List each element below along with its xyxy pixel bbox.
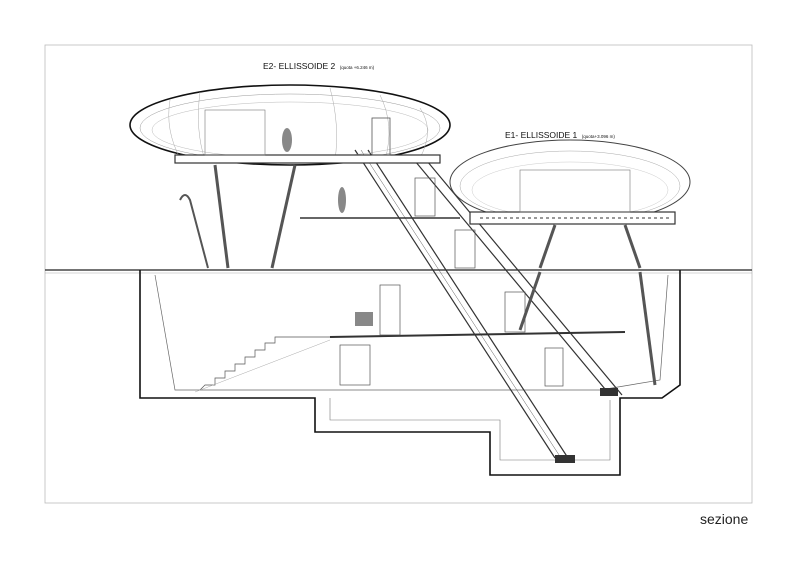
ventilation-tube: [179, 194, 209, 269]
ellipsoid-e2-label: E2- ELLISSOIDE 2 (quota +6.246 m): [263, 56, 374, 74]
diagonal-stair-secondary: [409, 154, 623, 396]
drawing-title: sezione: [700, 511, 749, 527]
doors: [339, 177, 564, 387]
basement-outline: [139, 270, 681, 476]
columns: [213, 164, 657, 386]
human-figures: [282, 128, 373, 326]
e2-title: E2- ELLISSOIDE 2: [263, 61, 336, 71]
ellipsoid-e2: [129, 84, 451, 166]
e1-quota: (quota+3.096 m): [581, 134, 615, 139]
e2-quota: (quota +6.246 m): [339, 65, 375, 70]
ellipsoid-e1: [449, 139, 691, 225]
stair-lower: [199, 336, 330, 391]
mezzanine-floor: [329, 331, 626, 338]
e1-title: E1- ELLISSOIDE 1: [505, 130, 578, 140]
drawing-frame: [44, 44, 753, 504]
diagonal-stair-main: [354, 149, 569, 459]
ellipsoid-e1-label: E1- ELLISSOIDE 1 (quota+3.096 m): [505, 125, 615, 143]
